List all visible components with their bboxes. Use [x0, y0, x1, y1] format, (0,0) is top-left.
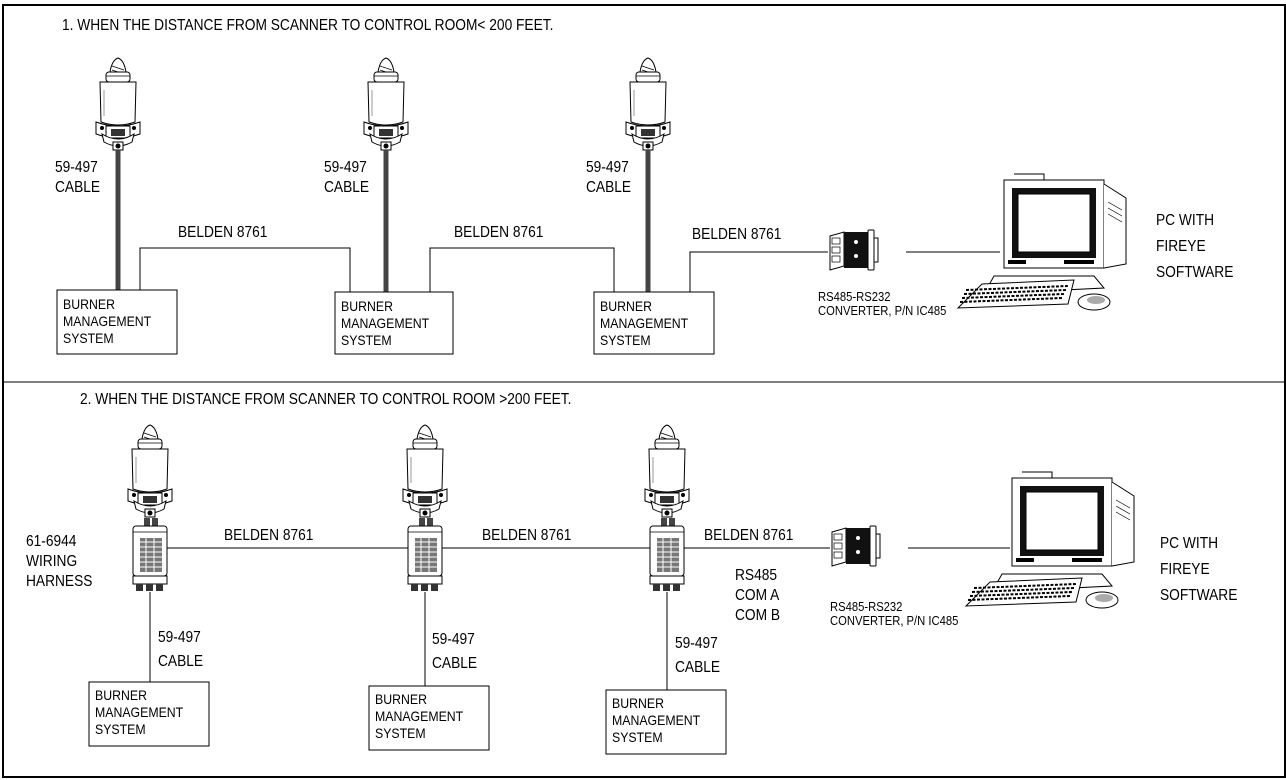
bms-label: BURNER — [341, 298, 393, 314]
burner-management-system-box — [334, 291, 454, 355]
diagram-frame — [2, 4, 1286, 778]
converter-icon — [829, 229, 879, 271]
section-1-heading: 1. WHEN THE DISTANCE FROM SCANNER TO CON… — [62, 16, 553, 34]
harness-label: 61-6944 — [26, 532, 76, 550]
belden-label: BELDEN 8761 — [224, 526, 313, 544]
cable-label-3: CABLE — [675, 658, 720, 676]
cable-label-3: 59-497 — [675, 634, 718, 652]
cable-label-1: CABLE — [55, 178, 100, 196]
pc-label: PC WITH — [1156, 211, 1214, 229]
cable-label-2: 59-497 — [324, 158, 367, 176]
bms-label: MANAGEMENT — [63, 313, 151, 329]
cable-label-1: CABLE — [158, 652, 203, 670]
bms-label: SYSTEM — [600, 332, 651, 348]
bms-label: SYSTEM — [375, 725, 426, 741]
belden-label: BELDEN 8761 — [482, 526, 571, 544]
bms-label: BURNER — [600, 298, 652, 314]
flame-scanner-icon — [644, 424, 690, 518]
cable-label-2: 59-497 — [432, 630, 475, 648]
burner-management-system-box — [605, 689, 727, 755]
belden-label: BELDEN 8761 — [704, 526, 793, 544]
pc-label: SOFTWARE — [1156, 263, 1233, 281]
cable-label-2: CABLE — [324, 178, 369, 196]
bms-label: MANAGEMENT — [612, 712, 700, 728]
cable-label-3: 59-497 — [586, 158, 629, 176]
pc-label: FIREYE — [1160, 560, 1210, 578]
pc-icon — [965, 471, 1135, 609]
converter-label: RS485-RS232 — [818, 289, 890, 304]
harness-label: HARNESS — [26, 572, 93, 590]
bms-label: MANAGEMENT — [375, 708, 463, 724]
harness-label: WIRING — [26, 552, 77, 570]
bms-label: MANAGEMENT — [341, 315, 429, 331]
cable-label-1: 59-497 — [158, 628, 201, 646]
cable-label-2: CABLE — [432, 654, 477, 672]
pc-label: PC WITH — [1160, 534, 1218, 552]
converter-icon — [831, 525, 881, 567]
pc-label: FIREYE — [1156, 237, 1206, 255]
bms-label: SYSTEM — [95, 721, 146, 737]
wiring-harness-icon — [407, 517, 443, 592]
pc-label: SOFTWARE — [1160, 586, 1237, 604]
burner-management-system-box — [593, 291, 715, 355]
bms-label: BURNER — [375, 691, 427, 707]
wiring-harness-icon — [649, 517, 685, 592]
section-1: 1. WHEN THE DISTANCE FROM SCANNER TO CON… — [55, 16, 1233, 355]
flame-scanner-icon — [402, 424, 448, 518]
belden-label: BELDEN 8761 — [178, 223, 267, 241]
bms-label: SYSTEM — [63, 330, 114, 346]
flame-scanner-icon — [625, 57, 671, 151]
belden-wire — [689, 251, 828, 292]
bms-label: SYSTEM — [612, 729, 663, 745]
wiring-harness-icon — [132, 517, 168, 592]
cable-label-1: 59-497 — [55, 158, 98, 176]
belden-label: BELDEN 8761 — [454, 223, 543, 241]
flame-scanner-icon — [363, 57, 409, 151]
section-2: 2. WHEN THE DISTANCE FROM SCANNER TO CON… — [26, 390, 1237, 755]
cable-label-3: CABLE — [586, 178, 631, 196]
bms-label: MANAGEMENT — [95, 704, 183, 720]
converter-label: CONVERTER, P/N IC485 — [830, 613, 959, 628]
converter-label: RS485-RS232 — [830, 599, 902, 614]
bms-label: SYSTEM — [341, 332, 392, 348]
rs485-label: RS485 — [735, 566, 777, 584]
belden-label: BELDEN 8761 — [692, 225, 781, 243]
burner-management-system-box — [368, 685, 490, 751]
rs485-label: COM A — [735, 586, 779, 604]
converter-label: CONVERTER, P/N IC485 — [818, 303, 947, 318]
flame-scanner-icon — [127, 424, 173, 518]
pc-icon — [957, 173, 1127, 311]
flame-scanner-icon — [95, 57, 141, 151]
bms-label: BURNER — [63, 296, 115, 312]
belden-wire — [139, 247, 351, 292]
bms-label: BURNER — [95, 687, 147, 703]
bms-label: BURNER — [612, 695, 664, 711]
burner-management-system-box — [56, 289, 178, 355]
section-2-heading: 2. WHEN THE DISTANCE FROM SCANNER TO CON… — [80, 390, 571, 408]
rs485-label: COM B — [735, 606, 780, 624]
burner-management-system-box — [88, 681, 210, 747]
bms-label: MANAGEMENT — [600, 315, 688, 331]
belden-wire — [429, 247, 615, 292]
